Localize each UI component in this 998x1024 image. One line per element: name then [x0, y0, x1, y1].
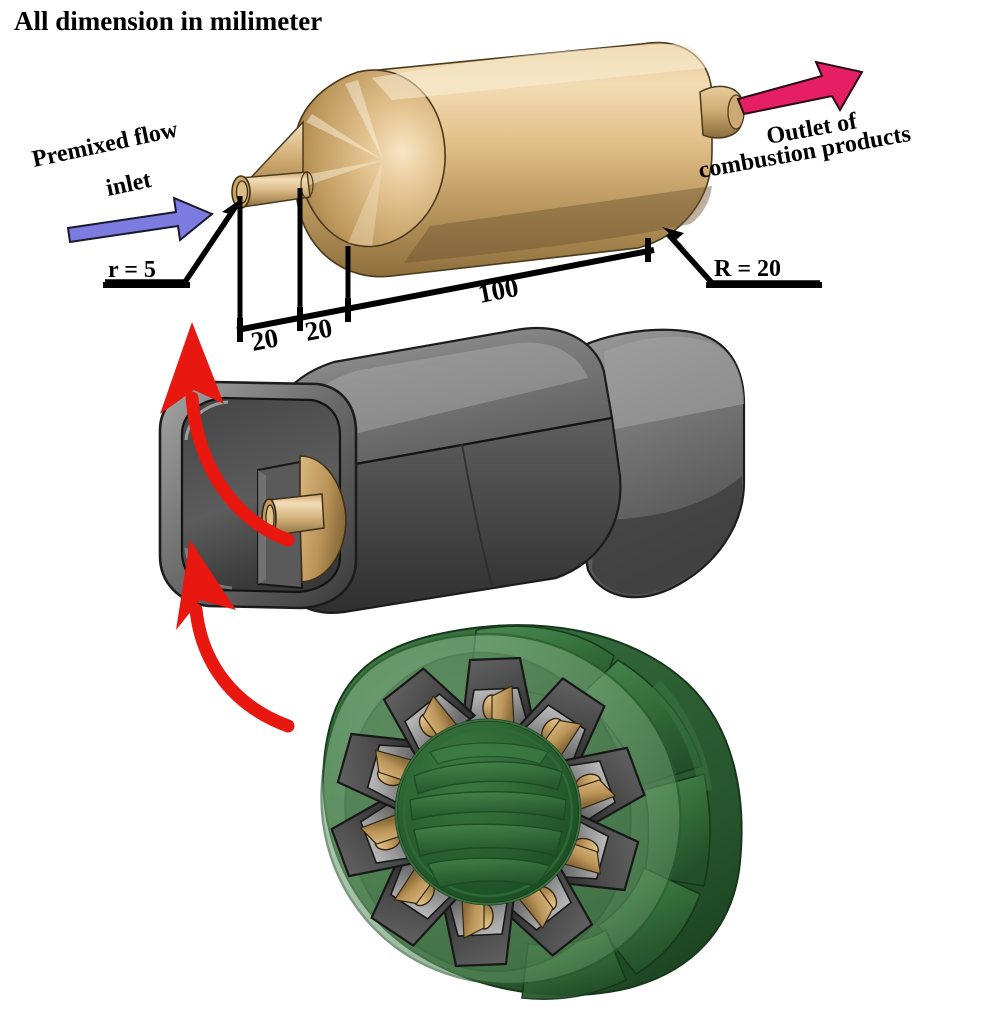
top-chamber-assembly: 20 20 100 r = 5 R = 20 Premixed flow [30, 41, 913, 357]
radius-large-leader [662, 227, 822, 288]
sector-module [382, 667, 477, 761]
sector-module [440, 894, 516, 968]
hub-facet-5 [429, 742, 549, 765]
barrel-top-highlight [372, 44, 706, 100]
barrel-bottom-shadow [404, 186, 712, 263]
premixed-flow-label-line2: inlet [104, 167, 154, 202]
assembly-arrow-module-to-chamber [160, 322, 295, 547]
chamber-barrel [294, 41, 713, 278]
radius-small-label: r = 5 [108, 257, 156, 283]
dimension-value-20b: 20 [303, 312, 335, 347]
annular-combustor-assembly [176, 540, 743, 1000]
dimension-line-group [236, 238, 655, 342]
hub-inner-circle [402, 726, 574, 898]
module-side-crease [461, 443, 493, 587]
assembly-arrow-annulus-to-module [176, 540, 295, 733]
inlet-tube-back-rim [300, 171, 314, 199]
red-arrow-2-head [176, 540, 236, 630]
blue-arrow-shape [66, 196, 214, 244]
module-top-highlight [290, 342, 588, 444]
premixed-flow-inlet-arrow [66, 196, 214, 244]
magenta-arrow-shape [736, 60, 864, 116]
red-arrow-2-shaft [189, 603, 295, 733]
hub-facet-3 [413, 823, 563, 857]
red-arrow-1-head [160, 322, 224, 414]
casing-inner-hub [394, 718, 582, 906]
cap-highlight-1 [300, 160, 383, 188]
module-rear-highlight [604, 336, 744, 430]
red-arrow-1-shaft [185, 391, 295, 547]
sector-module [330, 793, 418, 878]
module-rear-shadow [592, 476, 742, 595]
r20-leader-arrowhead [662, 227, 688, 250]
sector-module-assembly [158, 322, 746, 614]
barrel-pad-highlight [650, 680, 712, 792]
dimension-line-main [236, 247, 655, 333]
hub-facet-4 [426, 857, 552, 889]
figure-title: All dimension in milimeter [14, 6, 322, 36]
sector-module [499, 863, 594, 957]
hub-facet-2 [409, 791, 567, 821]
chamber-front-cap [294, 69, 446, 248]
dimension-value-100: 100 [476, 272, 521, 309]
outlet-flow-arrow [736, 60, 864, 116]
sector-module [370, 852, 462, 947]
cap-highlight-3 [345, 80, 383, 160]
cap-highlight-4 [348, 160, 383, 246]
r5-leader-arrowhead [222, 199, 241, 228]
outlet-stub-tube [699, 85, 745, 139]
sector-module [460, 656, 536, 730]
radius-small-leader [103, 199, 241, 288]
radius-large-label: R = 20 [714, 256, 781, 282]
module-inlet-mouth [158, 380, 358, 610]
premixed-flow-label-line1: Premixed flow [30, 116, 181, 172]
dimension-value-20a: 20 [249, 322, 281, 357]
cap-highlight-2 [306, 114, 383, 160]
hub-rim-highlight [395, 719, 581, 905]
hub-facet-1 [413, 761, 563, 795]
